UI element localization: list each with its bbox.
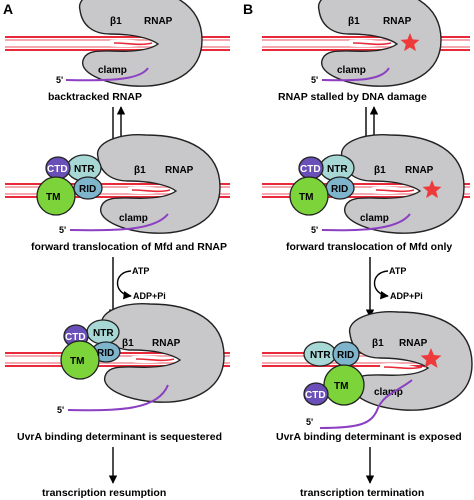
clamp-label: clamp [374,387,403,398]
ctd-label: CTD [65,332,86,343]
tm-label: TM [46,192,60,203]
clamp-label: clamp [337,65,366,76]
rna-transcript [319,379,413,429]
mfd: CTD NTR RID TM [36,154,103,216]
rnap-label: RNAP [152,338,181,349]
mfd: NTR RID TM CTD [303,341,365,406]
rna-transcript [321,213,411,232]
rnap-label: RNAP [165,165,194,176]
tm-domain [60,340,100,380]
caption-forward-translocation: forward translocation of Mfd only [286,241,452,253]
rid-label: RID [331,184,348,195]
beta1-label: β1 [372,338,384,349]
atp-label: ATP [132,266,149,276]
caption-sequestered: UvrA binding determinant is sequestered [17,431,222,443]
beta1-label: β1 [110,16,122,27]
rnap-label: RNAP [405,165,434,176]
panel-a-step1: β1 RNAP clamp 5' backtracked RNAP [5,0,230,103]
clamp-label: clamp [360,213,389,224]
panel-a-step3: β1 RNAP CTD NTR RID TM 5' UvrA binding d… [5,303,230,443]
rnap-label: RNAP [383,16,412,27]
rna-transcript [67,384,169,412]
rid-label: RID [79,184,96,195]
clamp-label: clamp [119,213,148,224]
ctd-domain [303,382,329,406]
caption-backtracked: backtracked RNAP [48,91,142,103]
caption-exposed: UvrA binding determinant is exposed [276,431,462,443]
atp-label: ATP [389,266,406,276]
panel-a-letter: A [3,1,13,17]
five-prime-label: 5' [59,225,66,235]
panel-b-step1: β1 RNAP clamp 5' RNAP stalled by DNA dam… [262,0,470,103]
caption-stalled: RNAP stalled by DNA damage [278,91,427,103]
rid-label: RID [337,350,354,361]
mfd: CTD NTR RID TM [60,319,121,380]
five-prime-label: 5' [306,417,313,427]
adp-label: ADP+Pi [133,291,166,301]
ctd-label: CTD [47,164,68,175]
panel-a: A β1 RNAP clamp 5' backtracked RNAP [3,0,230,499]
adp-label: ADP+Pi [390,291,423,301]
tm-domain [289,176,329,216]
caption-resumption: transcription resumption [42,487,166,499]
ntr-label: NTR [310,350,331,361]
panel-b: B β1 RNAP clamp 5' RNAP stalled by DNA d… [243,0,473,499]
five-prime-label: 5' [311,225,318,235]
ntr-label: NTR [327,164,348,175]
rnap [96,134,221,234]
rnap [340,134,465,234]
rnap [100,303,225,403]
tm-label: TM [299,192,313,203]
ntr-label: NTR [93,328,114,339]
panel-b-letter: B [243,1,253,17]
rna-transcript [321,67,390,82]
tm-label: TM [70,356,84,367]
rna-transcript [65,67,149,82]
panel-b-step3: NTR RID TM CTD β1 RNAP clamp 5' UvrA bin… [262,311,473,443]
five-prime-label: 5' [311,75,318,85]
beta1-label: β1 [134,165,146,176]
tm-label: TM [334,381,348,392]
atp-hydrolysis: ATP ADP+Pi [365,257,423,318]
rnap [317,0,442,87]
rnap-label: RNAP [144,16,173,27]
ctd-label: CTD [305,390,326,401]
caption-forward-translocation: forward translocation of Mfd and RNAP [31,241,227,253]
panel-b-step2: β1 RNAP clamp CTD NTR RID TM 5' forward … [262,134,470,253]
rnap [78,0,203,87]
rid-label: RID [97,348,114,359]
tm-domain [36,176,76,216]
clamp-label: clamp [98,65,127,76]
rna-transcript [69,213,169,232]
panel-a-step2: β1 RNAP clamp CTD NTR RID TM 5' forward … [5,134,230,253]
ntr-label: NTR [74,164,95,175]
mfd: CTD NTR RID TM [289,154,355,216]
beta1-label: β1 [374,165,386,176]
beta1-label: β1 [122,338,134,349]
ctd-label: CTD [300,164,321,175]
caption-termination: transcription termination [300,487,424,499]
five-prime-label: 5' [57,405,64,415]
beta1-label: β1 [348,16,360,27]
atp-hydrolysis: ATP ADP+Pi [108,257,166,318]
five-prime-label: 5' [56,75,63,85]
rid-domain [73,176,103,200]
rnap-label: RNAP [399,338,428,349]
rnap [348,311,473,411]
